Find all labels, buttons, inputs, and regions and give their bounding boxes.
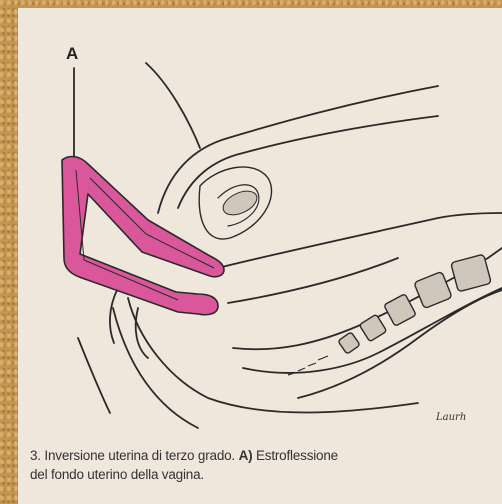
- caption-text-rest: Estroflessione: [256, 448, 338, 463]
- caption-line-1: 3. Inversione uterina di terzo grado. A)…: [30, 447, 500, 464]
- caption-number: 3.: [30, 448, 41, 463]
- vertebra-2: [414, 271, 452, 308]
- artist-signature: Laurh: [436, 412, 466, 423]
- vertebra-1: [451, 254, 492, 292]
- figure-plate: A Laurh 3. Inversione uterina di terzo g…: [18, 8, 502, 504]
- labia-line: [110, 288, 118, 343]
- figure-label: A: [66, 44, 78, 64]
- buttock-line: [113, 308, 198, 428]
- vertebra-4: [359, 314, 387, 342]
- bladder-inner: [178, 116, 438, 208]
- vertebra-5: [338, 332, 360, 354]
- thigh-line-1: [78, 338, 110, 413]
- rectum-upper: [218, 213, 502, 268]
- caption-title: Inversione uterina di terzo grado.: [44, 448, 235, 463]
- caption-line-2: del fondo uterino della vagina.: [30, 466, 500, 483]
- caption-part-label: A): [239, 448, 253, 463]
- rectum-lower: [228, 258, 398, 303]
- anatomical-illustration: [18, 8, 502, 504]
- vertebra-3: [384, 294, 416, 326]
- abdominal-wall: [146, 63, 200, 148]
- inverted-uterus: [62, 157, 224, 315]
